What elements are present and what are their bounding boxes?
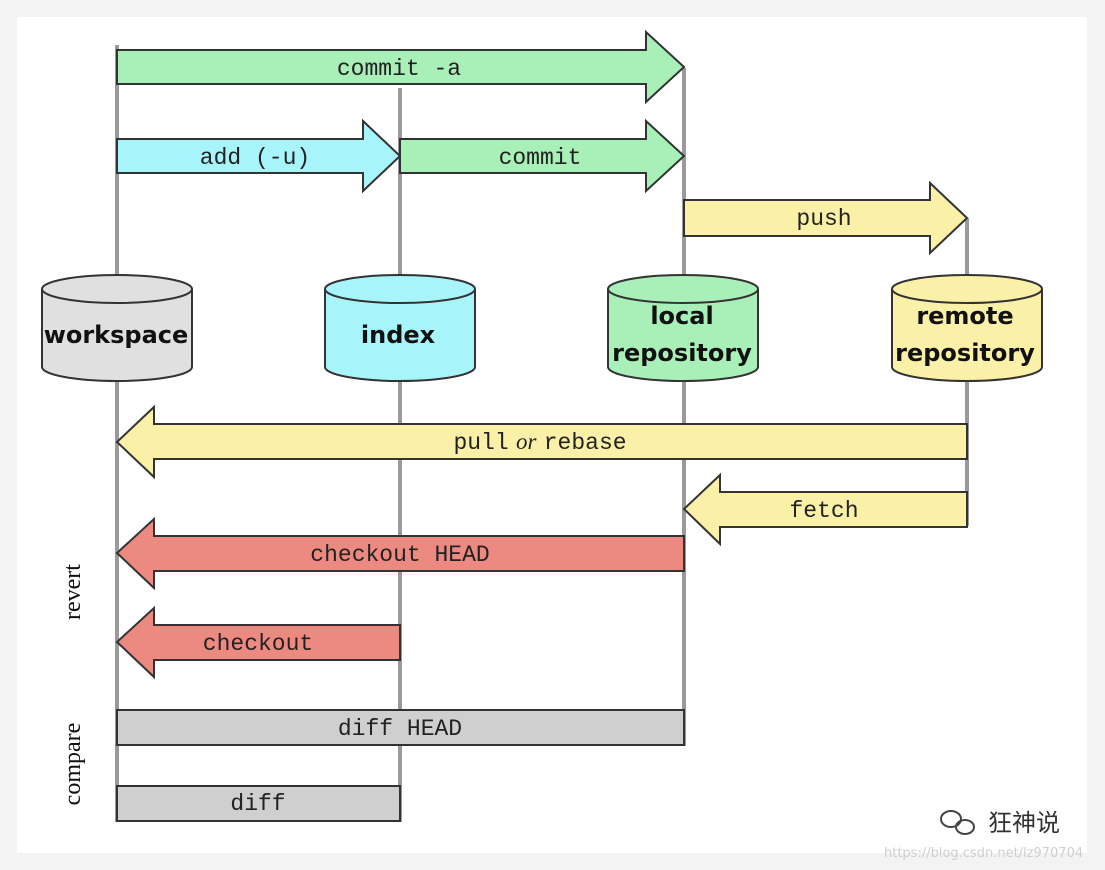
or-text: or <box>516 429 538 454</box>
fetch-arrow: fetch <box>682 472 968 547</box>
watermark-url: https://blog.csdn.net/lz970704 <box>884 846 1083 861</box>
add-label: add (-u) <box>200 145 310 171</box>
add-arrow: add (-u) <box>116 118 402 194</box>
compare-side-label: compare <box>60 723 86 806</box>
commit-a-arrow: commit -a <box>116 29 686 105</box>
remote-repository-cylinder: remote repository <box>891 274 1043 382</box>
diff-label: diff <box>230 791 285 817</box>
pull-or-rebase-label: pull or rebase <box>453 429 626 456</box>
checkout-head-label: checkout HEAD <box>310 542 489 568</box>
commit-a-label: commit -a <box>337 56 461 82</box>
remote-repository-label-line1: remote <box>916 302 1013 330</box>
rebase-text: rebase <box>544 430 627 456</box>
remote-repository-label-line2: repository <box>895 339 1035 367</box>
fetch-label: fetch <box>789 498 858 524</box>
index-cylinder: index <box>324 274 476 382</box>
checkout-label: checkout <box>203 631 313 657</box>
pull-text: pull <box>453 430 508 456</box>
watermark-brand: 狂神说 <box>988 809 1060 837</box>
checkout-head-arrow: checkout HEAD <box>115 516 685 591</box>
diff-box: diff <box>116 785 401 822</box>
checkout-arrow: checkout <box>115 605 401 680</box>
local-repository-cylinder: local repository <box>607 274 759 382</box>
pull-or-rebase-arrow: pull or rebase <box>115 404 968 480</box>
commit-label: commit <box>499 145 582 171</box>
push-label: push <box>796 206 851 232</box>
local-repository-label-line1: local <box>650 302 713 330</box>
wechat-icon <box>940 810 975 835</box>
workspace-label: workspace <box>44 321 189 349</box>
revert-side-label: revert <box>60 564 86 620</box>
diff-head-label: diff HEAD <box>338 716 462 742</box>
local-repository-label-line2: repository <box>612 339 752 367</box>
diff-head-box: diff HEAD <box>116 709 685 746</box>
push-arrow: push <box>683 180 969 256</box>
workspace-cylinder: workspace <box>41 274 193 382</box>
commit-arrow: commit <box>399 118 686 194</box>
watermark: 狂神说 https://blog.csdn.net/lz970704 <box>884 809 1083 861</box>
index-label: index <box>361 321 436 349</box>
